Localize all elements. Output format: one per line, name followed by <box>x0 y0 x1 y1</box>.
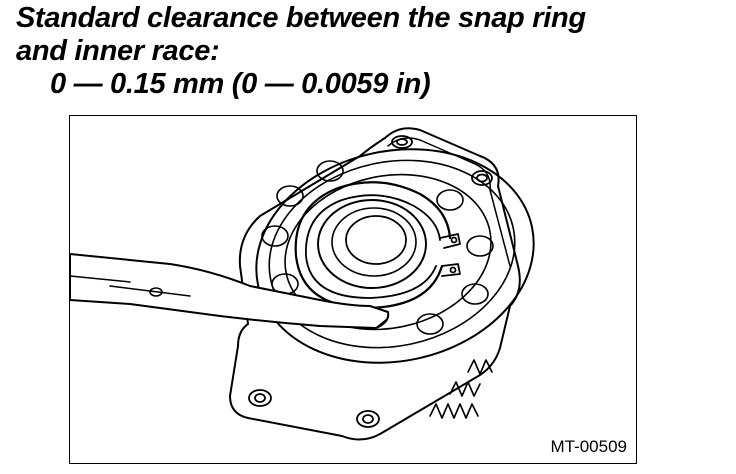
feeler-gauge-hole <box>149 287 163 297</box>
gear-teeth <box>429 359 493 419</box>
inner-race-step <box>331 207 417 277</box>
feeler-gauge <box>70 253 390 329</box>
bearing-outer-ring <box>255 148 535 364</box>
snap-ring <box>294 181 452 310</box>
spec-line-2: and inner race: <box>16 35 220 67</box>
spec-line-1: Standard clearance between the snap ring <box>16 2 586 34</box>
bolt-holes <box>248 135 493 428</box>
snap-ring-inner <box>305 194 441 299</box>
clearance-spec: Standard clearance between the snap ring… <box>16 2 586 101</box>
housing-flange <box>229 127 521 441</box>
technical-illustration: MT-00509 <box>69 115 637 464</box>
bearing-snap-ring-drawing <box>70 127 535 441</box>
feeler-gauge-tip <box>369 305 389 329</box>
figure-code: MT-00509 <box>550 437 627 456</box>
spec-value: 0 — 0.15 mm (0 — 0.0059 in) <box>50 68 431 100</box>
bearing-rollers <box>261 160 494 335</box>
inner-race <box>317 199 427 289</box>
bearing-outer-ring-inner <box>268 159 516 349</box>
bore <box>345 215 407 265</box>
snap-ring-lugs <box>439 233 461 277</box>
